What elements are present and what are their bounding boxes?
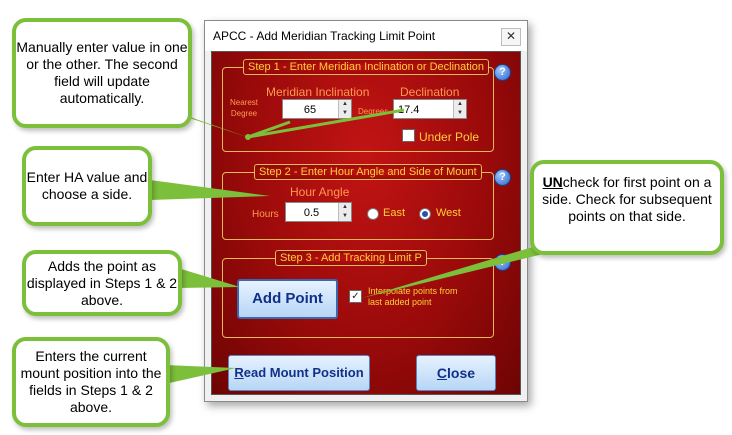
add-point-button[interactable]: Add Point xyxy=(237,279,338,319)
arrow-ha xyxy=(150,180,270,200)
hours-label: Hours xyxy=(252,209,279,220)
callout-adds-point: Adds the point as displayed in Steps 1 &… xyxy=(22,250,182,316)
under-pole-label: Under Pole xyxy=(419,130,480,144)
inclination-input[interactable] xyxy=(283,101,351,119)
title-bar: APCC - Add Meridian Tracking Limit Point… xyxy=(205,21,527,51)
nearest-label: Nearest xyxy=(229,98,258,107)
dialog-body: Step 1 - Enter Meridian Inclination or D… xyxy=(211,51,521,395)
inclination-up-icon[interactable]: ▲ xyxy=(342,101,348,107)
close-access-key: C xyxy=(436,365,448,381)
hour-angle-down-icon[interactable]: ▼ xyxy=(342,213,348,219)
arrow-enters xyxy=(165,365,236,384)
inclination-label: Meridian Inclination xyxy=(266,85,370,99)
step2-legend: Step 2 - Enter Hour Angle and Side of Mo… xyxy=(254,164,482,180)
step1-legend: Step 1 - Enter Meridian Inclination or D… xyxy=(243,59,490,75)
hour-angle-spinner[interactable]: ▲▼ xyxy=(285,202,352,222)
arrow-origin-dot xyxy=(245,134,251,140)
step3-legend: Step 3 - Add Tracking Limit P xyxy=(275,250,427,266)
interpolate-label-line2: last added point xyxy=(368,297,432,307)
callout-enters-mount: Enters the current mount position into t… xyxy=(12,337,170,427)
window-title: APCC - Add Meridian Tracking Limit Point xyxy=(213,29,436,43)
degree-label: Degree xyxy=(230,109,258,118)
read-mount-position-button[interactable]: Read Mount Position xyxy=(228,355,370,391)
close-label: lose xyxy=(447,365,476,381)
arrow-adds xyxy=(178,268,240,288)
dialog-window: APCC - Add Meridian Tracking Limit Point… xyxy=(204,20,528,402)
declination-up-icon[interactable]: ▲ xyxy=(457,101,463,107)
declination-input[interactable] xyxy=(394,101,466,119)
west-radio[interactable] xyxy=(419,208,431,220)
read-mount-label: ead Mount Position xyxy=(243,365,364,380)
interpolate-label-line1: Interpolate points from xyxy=(368,286,458,296)
uncheck-text: check for first point on a side. Check f… xyxy=(542,174,712,224)
west-label: West xyxy=(436,207,461,219)
inclination-down-icon[interactable]: ▼ xyxy=(342,110,348,116)
interpolate-label: Interpolate points from last added point xyxy=(368,286,458,308)
uncheck-emphasis: UN xyxy=(542,174,563,190)
degrees-label: Degrees xyxy=(358,107,389,116)
inclination-spin-buttons[interactable]: ▲▼ xyxy=(338,100,351,118)
declination-label: Declination xyxy=(400,85,460,99)
declination-down-icon[interactable]: ▼ xyxy=(457,110,463,116)
hour-angle-spin-buttons[interactable]: ▲▼ xyxy=(338,203,351,221)
nearest-degree-label: Nearest Degree xyxy=(226,97,262,119)
arrow-uncheck xyxy=(362,240,576,298)
inclination-spinner[interactable]: ▲▼ xyxy=(282,99,352,119)
under-pole-checkbox[interactable] xyxy=(402,129,415,142)
callout-uncheck: UNcheck for first point on a side. Check… xyxy=(530,160,724,255)
hour-angle-up-icon[interactable]: ▲ xyxy=(342,204,348,210)
east-label: East xyxy=(383,207,406,219)
hour-angle-label: Hour Angle xyxy=(290,185,350,199)
close-button[interactable]: Close xyxy=(416,355,496,391)
declination-spin-buttons[interactable]: ▲▼ xyxy=(453,100,466,118)
callout-ha-value: Enter HA value and choose a side. xyxy=(22,146,152,226)
read-mount-access-key: R xyxy=(234,365,244,380)
window-close-button[interactable]: ✕ xyxy=(501,28,521,46)
arrow-to-declination xyxy=(247,108,405,139)
declination-spinner[interactable]: ▲▼ xyxy=(393,99,467,119)
hour-angle-input[interactable] xyxy=(286,204,351,222)
step2-help-icon[interactable]: ? xyxy=(494,169,511,186)
callout-manual-entry: Manually enter value in one or the other… xyxy=(12,18,192,128)
interpolate-checkbox[interactable]: ✓ xyxy=(349,290,362,303)
step1-help-icon[interactable]: ? xyxy=(494,64,511,81)
east-radio[interactable] xyxy=(367,208,379,220)
